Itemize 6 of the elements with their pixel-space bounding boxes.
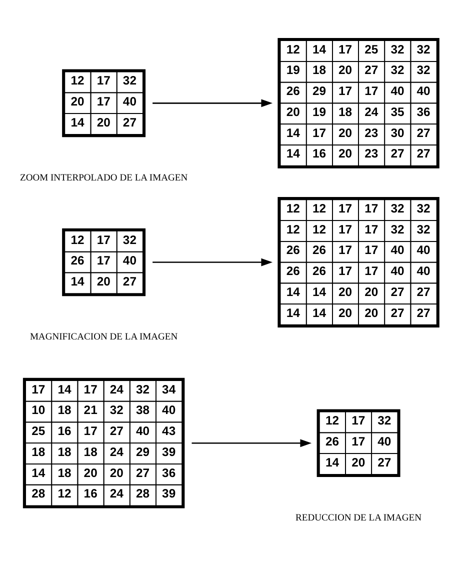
label: REDUCCION DE LA IMAGEN bbox=[296, 512, 422, 524]
label: ZOOM INTERPOLADO DE LA IMAGEN bbox=[20, 172, 188, 184]
arrow bbox=[152, 258, 273, 266]
arrow bbox=[192, 439, 312, 448]
label: MAGNIFICACION DE LA IMAGEN bbox=[30, 331, 178, 342]
arrow bbox=[152, 99, 273, 108]
